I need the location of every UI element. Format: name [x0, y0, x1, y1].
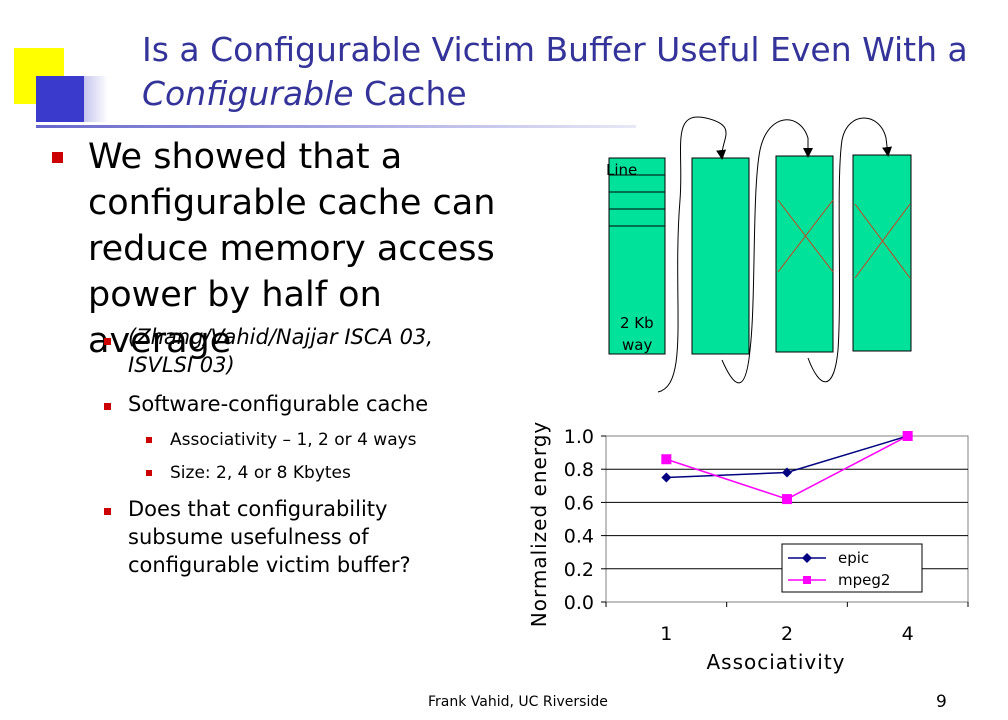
way-disabled-cross [854, 203, 911, 279]
way-link-arrow [807, 117, 893, 383]
legend-epic-marker [802, 553, 812, 563]
way-disabled-cross [777, 199, 834, 273]
cache-way-1 [608, 157, 666, 355]
bullet-marker [146, 437, 152, 443]
data-point-mpeg2 [902, 431, 913, 441]
bullet-question: Does that configurability subsume useful… [128, 497, 411, 577]
bullet-marker [52, 152, 63, 163]
data-point-mpeg2 [782, 494, 792, 505]
deco-fade-bar [84, 76, 108, 122]
cache-way-4 [852, 154, 912, 352]
data-point-epic [661, 472, 672, 483]
data-point-epic [782, 467, 792, 478]
title-text: Is a Configurable Victim Buffer Useful E… [142, 30, 968, 69]
cache-way-3 [775, 155, 834, 353]
y-tick-label: 0.2 [564, 559, 594, 581]
cache-way-2 [691, 157, 750, 355]
bullet-marker [146, 470, 152, 476]
legend-mpeg2-label: mpeg2 [838, 571, 890, 589]
y-tick-label: 0.4 [564, 526, 594, 548]
bullet-citation: (Zhang/Vahid/Najjar ISCA 03, ISVLSI 03) [128, 325, 433, 377]
y-axis-label: Normalized energy [527, 421, 551, 627]
way-link-arrow [721, 119, 813, 384]
title-underline [36, 125, 636, 128]
bullet-marker [104, 508, 111, 515]
footer-author: Frank Vahid, UC Riverside [428, 694, 608, 710]
way-label: way [622, 336, 652, 354]
slide-title: Is a Configurable Victim Buffer Useful E… [142, 28, 992, 116]
bullet-marker [104, 403, 111, 410]
way-size-label: 2 Kb [620, 314, 654, 332]
way-link-arrow [657, 116, 727, 393]
bullet-associativity: Associativity – 1, 2 or 4 ways [170, 430, 417, 450]
page-number: 9 [936, 692, 947, 712]
bullet-main: We showed that a configurable cache can … [88, 137, 496, 361]
bullet-size: Size: 2, 4 or 8 Kbytes [170, 463, 351, 483]
x-tick-label: 2 [781, 623, 793, 645]
legend-epic-label: epic [838, 549, 869, 567]
line-label: Line [606, 161, 637, 179]
y-tick-label: 1.0 [564, 426, 594, 448]
data-point-mpeg2 [661, 454, 672, 465]
x-tick-label: 1 [660, 623, 672, 645]
y-tick-label: 0.8 [564, 459, 594, 481]
legend: epic mpeg2 [781, 543, 923, 593]
y-tick-label: 0.6 [564, 492, 594, 514]
legend-mpeg2-marker [803, 576, 811, 584]
bullet-marker [104, 338, 111, 345]
title-text-end: Cache [353, 74, 467, 113]
title-italic-text: Configurable [142, 74, 354, 113]
y-tick-label: 0.0 [564, 592, 594, 614]
bullet-software-cache: Software-configurable cache [128, 392, 429, 416]
x-axis-label: Associativity [706, 650, 845, 674]
x-tick-label: 4 [902, 623, 914, 645]
deco-blue-block [36, 76, 84, 122]
